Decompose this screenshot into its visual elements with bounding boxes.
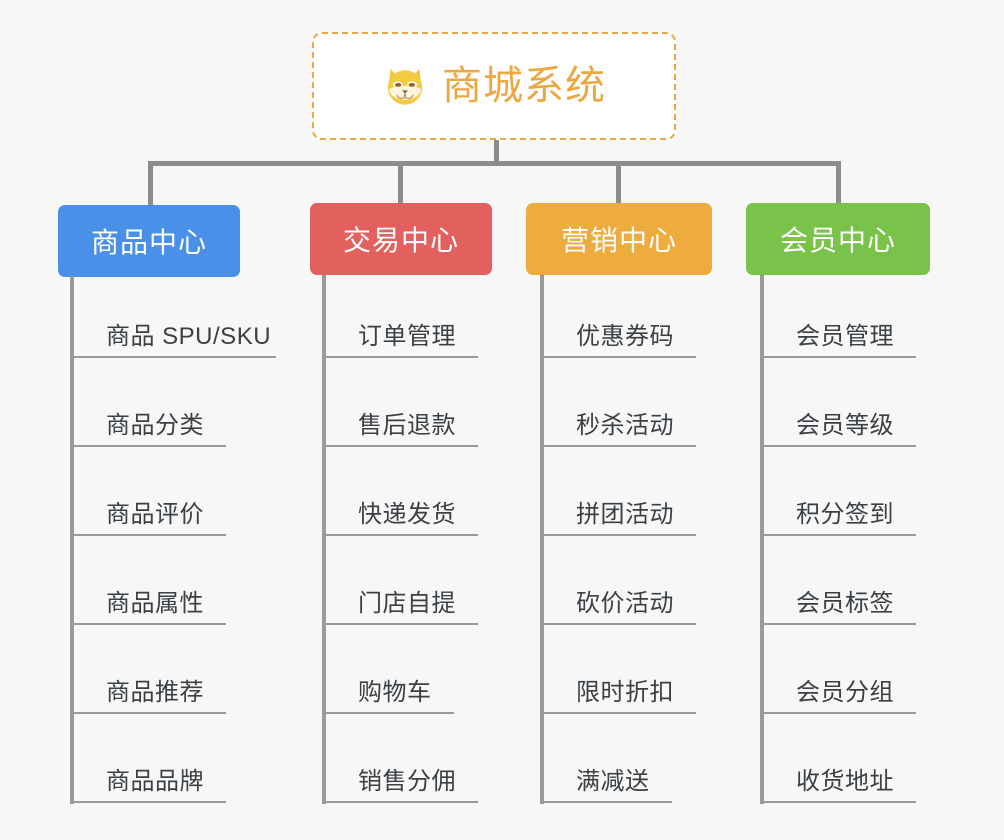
leaf-rule xyxy=(760,534,916,536)
leaf-rule xyxy=(70,356,276,358)
category-box-1[interactable]: 商品中心 xyxy=(58,205,240,277)
leaf-label: 会员分组 xyxy=(796,679,894,706)
leaf-rule xyxy=(540,712,696,714)
branch-trunk-3 xyxy=(540,276,544,804)
branch-trunk-2 xyxy=(322,276,326,804)
leaf-label: 订单管理 xyxy=(358,323,456,350)
root-node[interactable]: 商城系统 xyxy=(312,32,676,140)
leaf-label: 快递发货 xyxy=(358,501,456,528)
leaf-label: 商品分类 xyxy=(106,412,204,439)
leaf-label: 售后退款 xyxy=(358,412,456,439)
leaf-rule xyxy=(760,623,916,625)
leaf-label: 满减送 xyxy=(576,768,650,795)
leaf-label: 拼团活动 xyxy=(576,501,674,528)
connector-drop-2 xyxy=(398,161,403,205)
leaf-label: 收货地址 xyxy=(796,768,894,795)
leaf-rule xyxy=(760,445,916,447)
category-label-1: 商品中心 xyxy=(90,227,207,258)
leaf-rule xyxy=(760,356,916,358)
leaf-label: 商品 SPU/SKU xyxy=(106,323,272,350)
leaf-rule xyxy=(322,712,454,714)
connector-drop-1 xyxy=(148,161,153,205)
leaf-rule xyxy=(70,445,226,447)
leaf-label: 秒杀活动 xyxy=(576,412,674,439)
category-label-2: 交易中心 xyxy=(342,225,459,256)
leaf-label: 会员管理 xyxy=(796,323,894,350)
leaf-label: 商品品牌 xyxy=(106,768,204,795)
connector-drop-4 xyxy=(836,161,841,205)
leaf-label: 销售分佣 xyxy=(358,768,456,795)
leaf-rule xyxy=(540,356,696,358)
leaf-label: 会员等级 xyxy=(796,412,894,439)
leaf-rule xyxy=(540,445,696,447)
root-label: 商城系统 xyxy=(442,64,606,108)
leaf-rule xyxy=(322,801,478,803)
leaf-label: 积分签到 xyxy=(796,501,894,528)
leaf-label: 门店自提 xyxy=(358,590,456,617)
category-label-3: 营销中心 xyxy=(560,225,677,256)
leaf-rule xyxy=(322,534,478,536)
branch-trunk-1 xyxy=(70,276,74,804)
leaf-rule xyxy=(540,534,696,536)
leaf-rule xyxy=(70,534,226,536)
category-box-4[interactable]: 会员中心 xyxy=(746,203,930,275)
leaf-label: 购物车 xyxy=(358,679,432,706)
connector-root-stem xyxy=(494,140,499,164)
leaf-label: 商品属性 xyxy=(106,590,204,617)
leaf-rule xyxy=(70,801,226,803)
leaf-label: 商品评价 xyxy=(106,501,204,528)
leaf-rule xyxy=(540,623,696,625)
leaf-rule xyxy=(322,356,478,358)
leaf-label: 砍价活动 xyxy=(576,590,674,617)
connector-drop-3 xyxy=(616,161,621,205)
category-label-4: 会员中心 xyxy=(779,225,896,256)
leaf-rule xyxy=(760,712,916,714)
leaf-label: 优惠券码 xyxy=(576,323,674,350)
leaf-rule xyxy=(70,712,226,714)
connector-bus xyxy=(148,161,840,166)
category-box-2[interactable]: 交易中心 xyxy=(310,203,492,275)
dog-face-icon xyxy=(387,68,423,107)
category-box-3[interactable]: 营销中心 xyxy=(526,203,712,275)
leaf-rule xyxy=(322,445,478,447)
leaf-rule xyxy=(540,801,672,803)
leaf-rule xyxy=(760,801,916,803)
leaf-rule xyxy=(70,623,226,625)
leaf-label: 会员标签 xyxy=(796,590,894,617)
branch-trunk-4 xyxy=(760,276,764,804)
leaf-rule xyxy=(322,623,478,625)
leaf-label: 限时折扣 xyxy=(576,679,674,706)
leaf-label: 商品推荐 xyxy=(106,679,204,706)
